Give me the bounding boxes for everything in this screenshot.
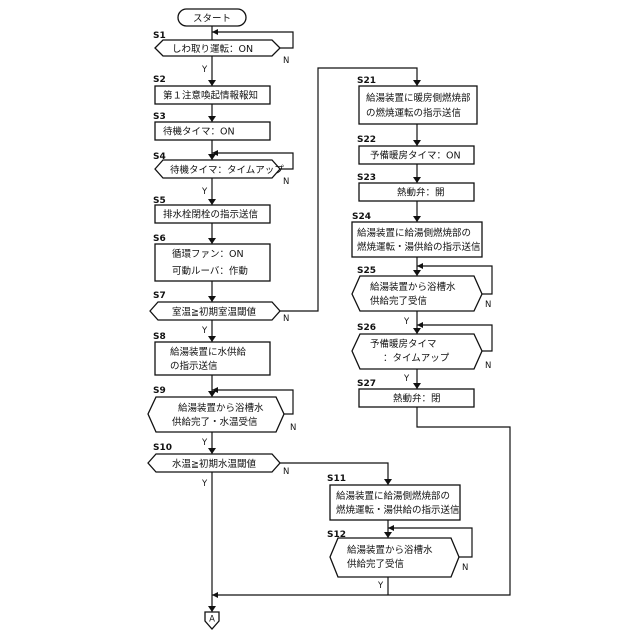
step-s1: S1 しわ取り運転：ON Y N <box>153 31 289 75</box>
no-label: N <box>290 423 296 433</box>
yes-label: Y <box>201 187 208 197</box>
no-label: N <box>462 563 468 573</box>
step-label: S6 <box>153 234 166 244</box>
step-text: 給湯装置に水供給 <box>170 346 247 358</box>
step-text: 供給完了・水温受信 <box>172 416 258 428</box>
no-label: N <box>283 467 289 477</box>
yes-label: Y <box>403 317 410 327</box>
step-text: 循環ファン：ON <box>172 248 244 260</box>
step-text: の指示送信 <box>170 360 218 372</box>
yes-label: Y <box>377 581 384 591</box>
step-text: 水温≧初期水温閾値 <box>172 458 256 470</box>
step-s9: S9 給湯装置から浴槽水 供給完了・水温受信 Y N <box>148 386 296 448</box>
step-text: 熱動弁：開 <box>397 187 445 199</box>
step-label: S8 <box>153 332 166 342</box>
step-label: S22 <box>357 135 376 145</box>
no-label: N <box>283 177 289 187</box>
step-text: 給湯装置から浴槽水 <box>178 402 264 414</box>
step-text: 給湯装置から浴槽水 <box>347 544 433 556</box>
no-label: N <box>485 361 491 371</box>
step-label: S3 <box>153 112 166 122</box>
connector-label: A <box>209 615 215 625</box>
step-text: 燃焼運転・湯供給の指示送信 <box>357 241 481 253</box>
step-s26: S26 予備暖房タイマ ：タイムアップ Y N <box>352 323 491 384</box>
step-text: 給湯装置に給湯側燃焼部の <box>336 490 450 502</box>
step-s22: S22 予備暖房タイマ：ON <box>357 135 474 164</box>
step-s11: S11 給湯装置に給湯側燃焼部の 燃焼運転・湯供給の指示送信 <box>327 474 460 520</box>
step-text: 予備暖房タイマ <box>370 338 437 350</box>
no-label: N <box>283 56 289 66</box>
yes-label: Y <box>201 479 208 489</box>
step-text: しわ取り運転：ON <box>172 44 253 55</box>
step-s7: S7 室温≧初期室温閾値 Y N <box>150 291 289 336</box>
start-terminal: スタート <box>178 9 246 26</box>
step-text: 燃焼運転・湯供給の指示送信 <box>336 504 460 516</box>
yes-label: Y <box>201 438 208 448</box>
step-label: S2 <box>153 75 166 85</box>
step-text: 第１注意喚起情報報知 <box>163 90 258 102</box>
step-s25: S25 給湯装置から浴槽水 供給完了受信 Y N <box>352 266 491 327</box>
step-label: S11 <box>327 474 346 484</box>
step-text: 給湯装置に給湯側燃焼部の <box>357 227 471 239</box>
step-label: S10 <box>153 443 172 453</box>
step-text: 供給完了受信 <box>370 295 427 307</box>
step-label: S25 <box>357 266 376 276</box>
step-text: 熱動弁：閉 <box>393 393 441 405</box>
no-label: N <box>283 314 289 324</box>
no-label: N <box>485 300 491 310</box>
step-text: 可動ルーバ：作動 <box>172 265 248 277</box>
start-label: スタート <box>193 14 231 25</box>
step-s12: S12 給湯装置から浴槽水 供給完了受信 Y N <box>327 530 468 591</box>
step-text: 排水栓閉栓の指示送信 <box>163 209 258 221</box>
step-label: S24 <box>352 212 371 222</box>
step-text: 室温≧初期室温閾値 <box>172 306 256 318</box>
step-text: 供給完了受信 <box>347 558 404 570</box>
yes-label: Y <box>201 326 208 336</box>
step-text: 待機タイマ：ON <box>163 126 235 138</box>
step-s10: S10 水温≧初期水温閾値 Y N <box>148 443 289 489</box>
step-label: S27 <box>357 379 376 389</box>
yes-label: Y <box>201 65 208 75</box>
step-text: 給湯装置から浴槽水 <box>370 281 456 293</box>
step-text: 給湯装置に暖房側燃焼部 <box>366 92 471 104</box>
yes-label: Y <box>403 374 410 384</box>
step-s4: S4 待機タイマ：タイムアップ Y N <box>153 152 289 197</box>
connector-a: A <box>205 612 219 629</box>
step-label: S21 <box>357 76 376 86</box>
step-text: 予備暖房タイマ：ON <box>370 150 461 162</box>
step-label: S23 <box>357 173 376 183</box>
step-label: S7 <box>153 291 166 301</box>
step-text: 待機タイマ：タイムアップ <box>170 164 284 176</box>
step-text: ：タイムアップ <box>383 353 450 364</box>
step-label: S26 <box>357 323 376 333</box>
step-text: の燃焼運転の指示送信 <box>366 107 461 119</box>
step-label: S9 <box>153 386 166 396</box>
